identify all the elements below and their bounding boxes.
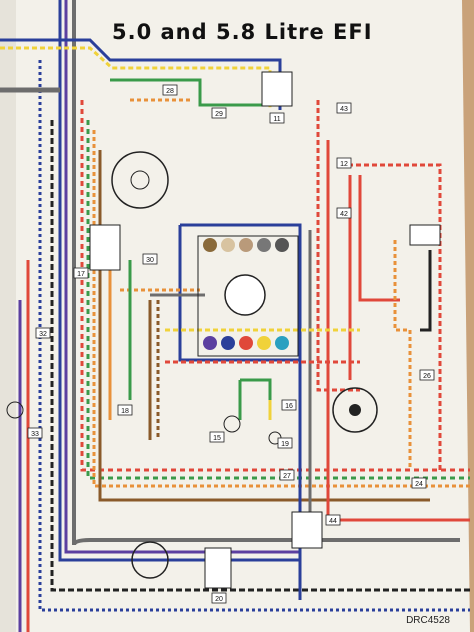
component-tag-42: 42 — [336, 207, 352, 219]
component-tag-44: 44 — [325, 514, 341, 526]
component-number-15: 15 — [213, 435, 221, 442]
component-number-20: 20 — [215, 596, 223, 603]
component-tags: 28 29 11 43 12 42 30 17 32 26 18 16 15 19 33 27 24 44 20 — [27, 84, 435, 604]
component-tag-12: 12 — [336, 157, 352, 169]
component-number-16: 16 — [285, 403, 293, 410]
motor-symbol — [131, 541, 169, 579]
component-tag-19: 19 — [277, 437, 293, 449]
component-tag-18: 18 — [117, 404, 133, 416]
component-tag-32: 32 — [35, 327, 51, 339]
component-tag-26: 26 — [419, 369, 435, 381]
component-number-19: 19 — [281, 441, 289, 448]
component-tag-33: 33 — [27, 427, 43, 439]
component-tag-15: 15 — [209, 431, 225, 443]
component-number-12: 12 — [340, 161, 348, 168]
component-number-17: 17 — [77, 271, 85, 278]
component-tag-17: 17 — [73, 267, 89, 279]
sensor-26 — [409, 224, 441, 246]
component-number-26: 26 — [423, 373, 431, 380]
component-tag-20: 20 — [211, 592, 227, 604]
coil-17 — [89, 224, 121, 271]
drawing-reference: DRC4528 — [406, 615, 450, 626]
component-number-44: 44 — [329, 518, 337, 525]
relay-20 — [204, 547, 232, 589]
component-number-42: 42 — [340, 211, 348, 218]
sensor-15 — [223, 415, 241, 433]
paper-fold — [0, 0, 16, 632]
component-tag-11: 11 — [269, 112, 285, 124]
component-tag-30: 30 — [142, 253, 158, 265]
ecu-connector — [197, 235, 299, 357]
component-number-33: 33 — [31, 431, 39, 438]
component-tag-29: 29 — [211, 107, 227, 119]
starter-symbol — [332, 387, 378, 433]
component-number-30: 30 — [146, 257, 154, 264]
component-number-29: 29 — [215, 111, 223, 118]
component-tag-24: 24 — [411, 477, 427, 489]
component-tag-28: 28 — [162, 84, 178, 96]
component-number-32: 32 — [39, 331, 47, 338]
component-number-27: 27 — [283, 473, 291, 480]
relay-44 — [291, 511, 323, 549]
component-number-28: 28 — [166, 88, 174, 95]
component-tag-16: 16 — [281, 399, 297, 411]
component-number-18: 18 — [121, 408, 129, 415]
relay-11 — [261, 71, 293, 107]
sensor-33 — [6, 401, 24, 419]
component-tag-43: 43 — [336, 102, 352, 114]
component-number-43: 43 — [340, 106, 348, 113]
component-number-24: 24 — [415, 481, 423, 488]
diagram-title: 5.0 and 5.8 Litre EFI — [112, 20, 373, 44]
component-tag-27: 27 — [279, 469, 295, 481]
alternator-symbol — [111, 151, 169, 209]
component-number-11: 11 — [273, 116, 280, 123]
